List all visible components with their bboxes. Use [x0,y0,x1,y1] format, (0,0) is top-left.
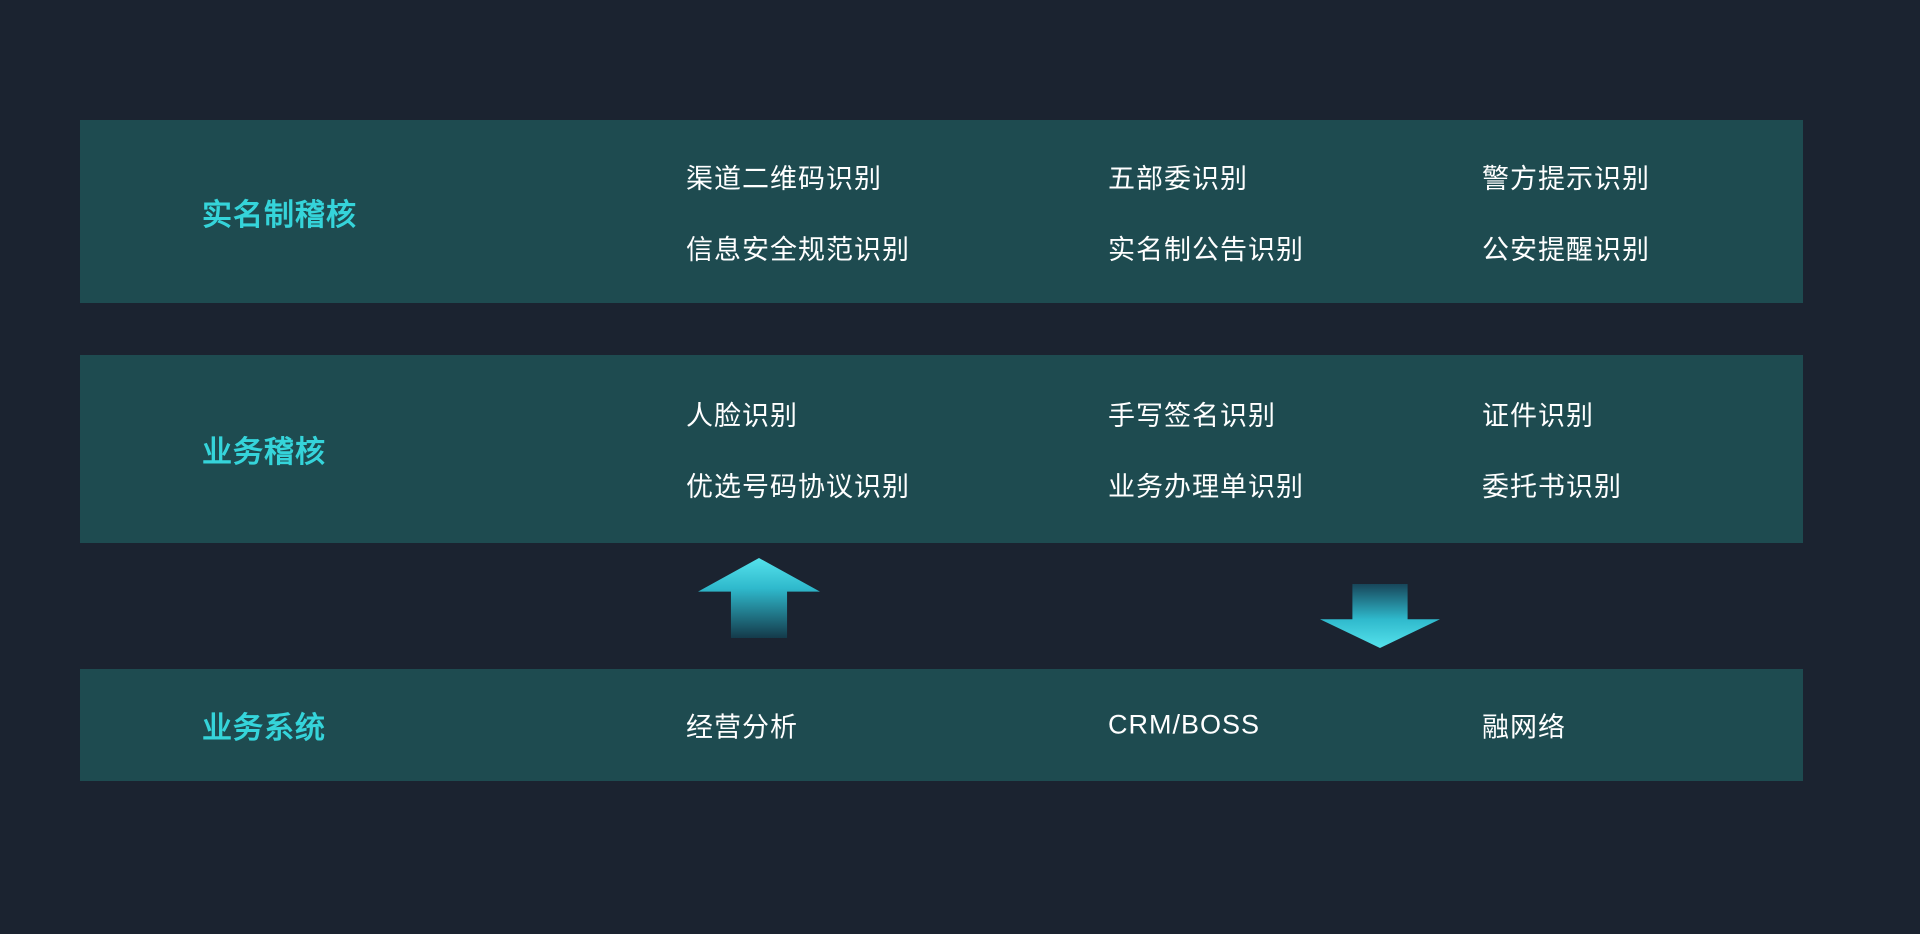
system-item: 融网络 [1482,712,1566,743]
feature-item: 公安提醒识别 [1482,234,1650,265]
feature-item: 警方提示识别 [1482,163,1650,194]
feature-item: 手写签名识别 [1108,401,1276,431]
band-business-systems-title: 业务系统 [202,712,326,745]
system-item: 经营分析 [686,712,798,743]
band-realname-column-1: 渠道二维码识别 信息安全规范识别 [686,157,910,267]
band-business-column-2: 手写签名识别 业务办理单识别 [1108,394,1304,504]
feature-item: 业务办理单识别 [1108,472,1304,502]
band-business-audit: 业务稽核 人脸识别 优选号码协议识别 手写签名识别 业务办理单识别 证件识别 委… [80,355,1803,543]
band-realname-column-3: 警方提示识别 公安提醒识别 [1482,157,1650,267]
band-business-audit-title: 业务稽核 [202,436,326,469]
band-business-systems: 业务系统 经营分析 CRM/BOSS 融网络 [80,669,1803,781]
feature-item: 信息安全规范识别 [686,234,910,265]
arrow-up-icon [698,558,820,638]
arrow-down-icon [1320,584,1440,648]
band-systems-column-2: CRM/BOSS [1108,710,1260,741]
feature-item: 渠道二维码识别 [686,163,882,194]
band-business-column-1: 人脸识别 优选号码协议识别 [686,394,910,504]
feature-item: 五部委识别 [1108,163,1248,194]
feature-item: 证件识别 [1482,401,1594,431]
band-business-column-3: 证件识别 委托书识别 [1482,394,1622,504]
feature-item: 委托书识别 [1482,472,1622,502]
feature-item: 实名制公告识别 [1108,234,1304,265]
band-systems-column-3: 融网络 [1482,706,1566,745]
system-item: CRM/BOSS [1108,709,1261,740]
band-systems-column-1: 经营分析 [686,706,798,745]
band-realname-audit: 实名制稽核 渠道二维码识别 信息安全规范识别 五部委识别 实名制公告识别 警方提… [80,120,1803,303]
feature-item: 人脸识别 [686,401,798,431]
band-realname-audit-title: 实名制稽核 [202,198,357,232]
band-realname-column-2: 五部委识别 实名制公告识别 [1108,157,1304,267]
feature-item: 优选号码协议识别 [686,472,910,502]
